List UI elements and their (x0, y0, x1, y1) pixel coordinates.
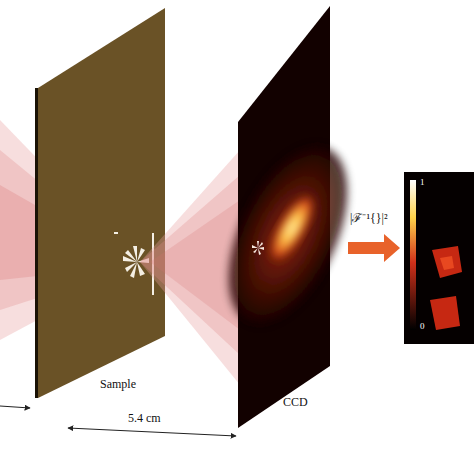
part-label: CCD (283, 396, 308, 409)
diffracted-beam (140, 150, 240, 385)
dimension-arrow (0, 406, 30, 408)
ccd-detector (204, 6, 371, 428)
reconstruction-image (404, 172, 474, 344)
sample-plate (35, 8, 165, 398)
colorbar-tick: 1 (420, 178, 425, 188)
part-label: Sample (100, 378, 136, 391)
process-arrow (348, 234, 400, 262)
dimension-arrow (68, 428, 236, 436)
dimension-label: 5.4 cm (128, 412, 161, 425)
operation-label: |ℱ⁻¹{}|² (350, 212, 388, 225)
colorbar-tick: 0 (420, 322, 425, 332)
